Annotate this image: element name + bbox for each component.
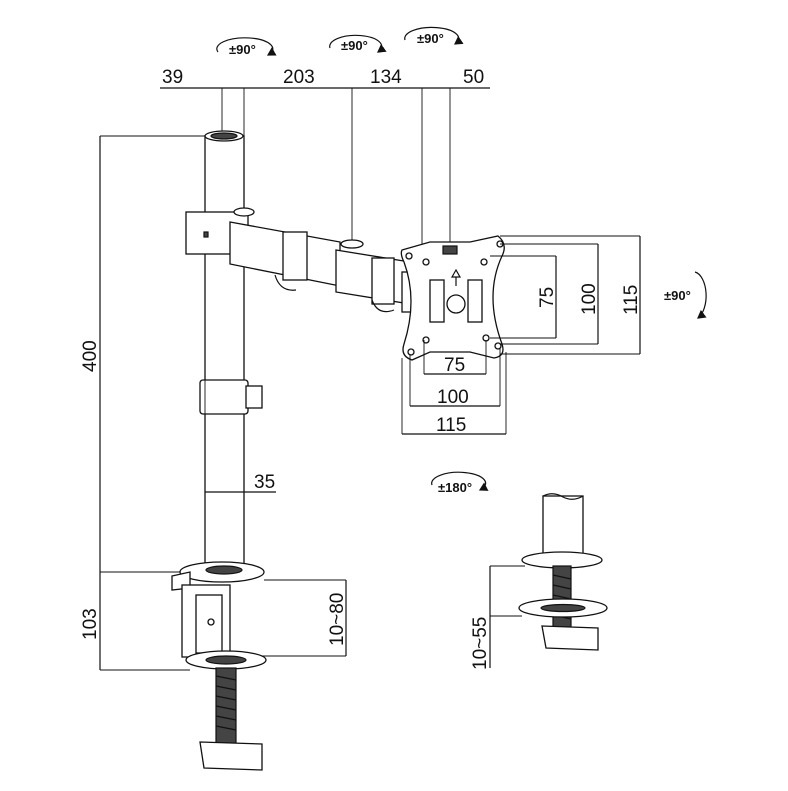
clamp-dimension-lines [262,579,347,657]
grommet-range-label: 10~55 [470,617,491,670]
arm-assembly [185,207,423,313]
vesa-h115-label: 115 [436,415,466,436]
top-dimension-line [160,87,490,250]
grommet-mount [518,493,608,651]
rotate-rotation-label: ±180° [438,480,472,495]
tilt-rotation-label: ±90° [664,288,691,303]
pole-dimension-lines [99,135,276,671]
vesa-plate [400,235,505,361]
dim-203-label: 203 [283,67,315,88]
desk-clamp [171,561,267,771]
dim-134-label: 134 [370,67,402,88]
vesa-v100-label: 100 [579,283,600,315]
rotation-arrow-icon [216,26,707,491]
dim-50-label: 50 [463,67,484,88]
clamp-range-label: 10~80 [327,593,348,646]
swivel-rotation-label-2: ±90° [341,38,368,53]
swivel-rotation-label-1: ±90° [229,42,256,57]
swivel-rotation-label-3: ±90° [417,31,444,46]
pole-diameter-label: 35 [254,472,275,493]
vesa-v115-label: 115 [621,285,642,315]
pole [204,130,245,569]
clamp-height-label: 103 [80,608,101,640]
dim-39-label: 39 [162,67,183,88]
vesa-h100-label: 100 [437,387,469,408]
vesa-dimension-lines [401,235,641,435]
vesa-v75-label: 75 [537,287,558,308]
pole-height-label: 400 [80,340,101,372]
pole-collar [199,379,263,415]
vesa-h75-label: 75 [444,355,465,376]
grommet-dimension-lines [489,565,525,668]
